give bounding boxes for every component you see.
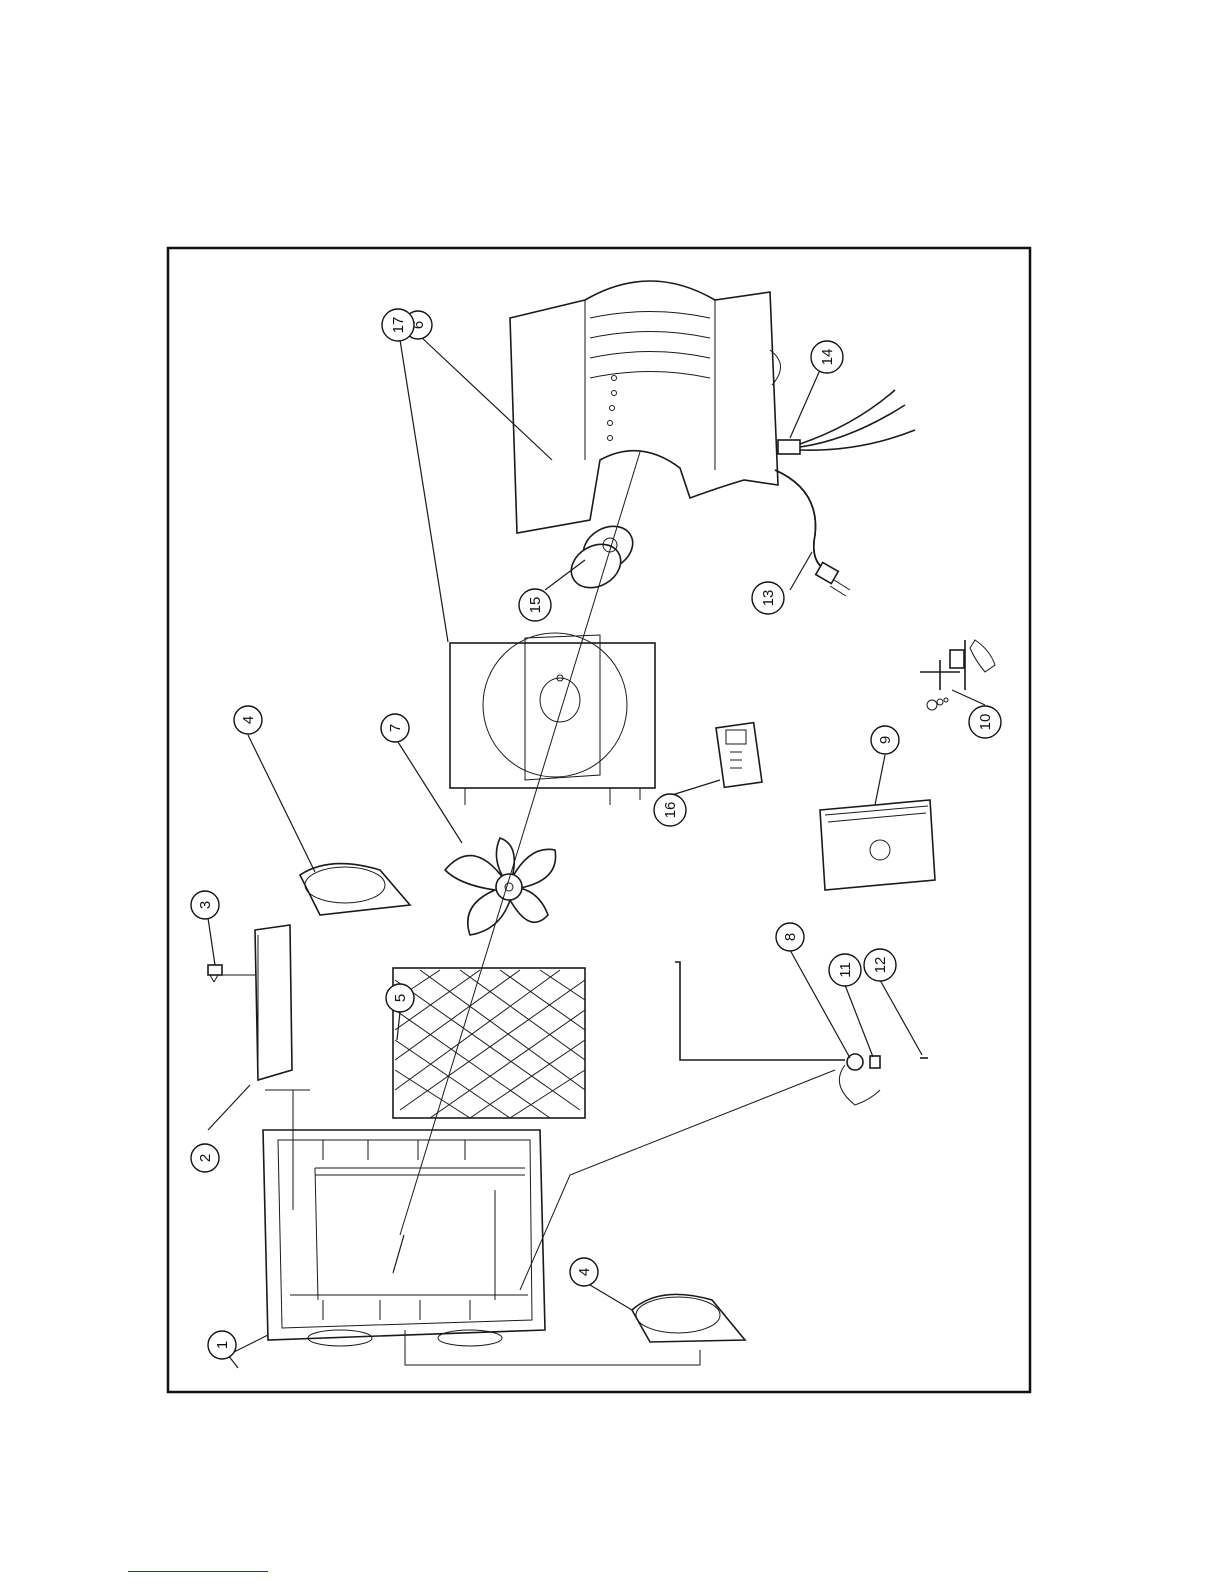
svg-text:10: 10 xyxy=(977,714,994,731)
svg-text:12: 12 xyxy=(872,957,889,974)
callout-13: 13 xyxy=(752,582,784,614)
part-7-fan-blade xyxy=(445,838,556,935)
callout-14: 14 xyxy=(811,341,843,373)
svg-text:8: 8 xyxy=(782,933,799,941)
svg-text:11: 11 xyxy=(837,962,854,978)
callout-10: 10 xyxy=(969,706,1001,738)
part-16-circuit-board xyxy=(716,723,762,788)
callout-15: 15 xyxy=(519,589,551,621)
part-13-power-cord xyxy=(775,470,850,596)
part-10-hardware xyxy=(920,640,995,710)
svg-text:4: 4 xyxy=(576,1268,593,1276)
svg-text:1: 1 xyxy=(214,1341,231,1349)
svg-text:15: 15 xyxy=(527,597,544,614)
part-14-wire-leads xyxy=(778,390,915,454)
callout-16: 16 xyxy=(654,794,686,826)
part-6-cover-housing xyxy=(510,281,781,533)
callout-3: 3 xyxy=(191,891,219,919)
callout-1: 1 xyxy=(208,1331,236,1359)
svg-text:16: 16 xyxy=(662,802,679,819)
part-3-clip xyxy=(208,965,222,982)
callout-4-lower: 4 xyxy=(570,1258,598,1286)
callout-2: 2 xyxy=(191,1144,219,1172)
footer-link-underline xyxy=(128,1571,268,1572)
svg-text:17: 17 xyxy=(390,317,407,334)
callout-7: 7 xyxy=(381,714,409,742)
svg-text:14: 14 xyxy=(819,349,836,366)
svg-text:2: 2 xyxy=(197,1154,214,1162)
callout-4-upper: 4 xyxy=(234,706,262,734)
part-4-filter-ring-upper xyxy=(300,864,410,915)
part-9-control-box xyxy=(820,800,935,890)
callout-11: 11 xyxy=(829,954,861,986)
part-2-tray xyxy=(222,925,292,1080)
svg-text:5: 5 xyxy=(392,994,409,1002)
part-17-blower-housing xyxy=(450,633,655,805)
callout-5: 5 xyxy=(386,984,414,1012)
part-5-media-filter xyxy=(393,968,585,1118)
svg-text:7: 7 xyxy=(387,724,404,732)
part-15-motor xyxy=(563,518,640,597)
callout-12: 12 xyxy=(864,949,896,981)
svg-text:13: 13 xyxy=(760,590,777,607)
callout-17: 17 xyxy=(382,309,414,341)
svg-text:4: 4 xyxy=(240,716,257,724)
callout-8: 8 xyxy=(776,923,804,951)
svg-text:9: 9 xyxy=(877,736,894,744)
part-1-reservoir-base xyxy=(263,1130,700,1365)
part-4-filter-ring-lower xyxy=(632,1294,745,1342)
svg-text:3: 3 xyxy=(197,901,214,909)
callout-9: 9 xyxy=(871,726,899,754)
